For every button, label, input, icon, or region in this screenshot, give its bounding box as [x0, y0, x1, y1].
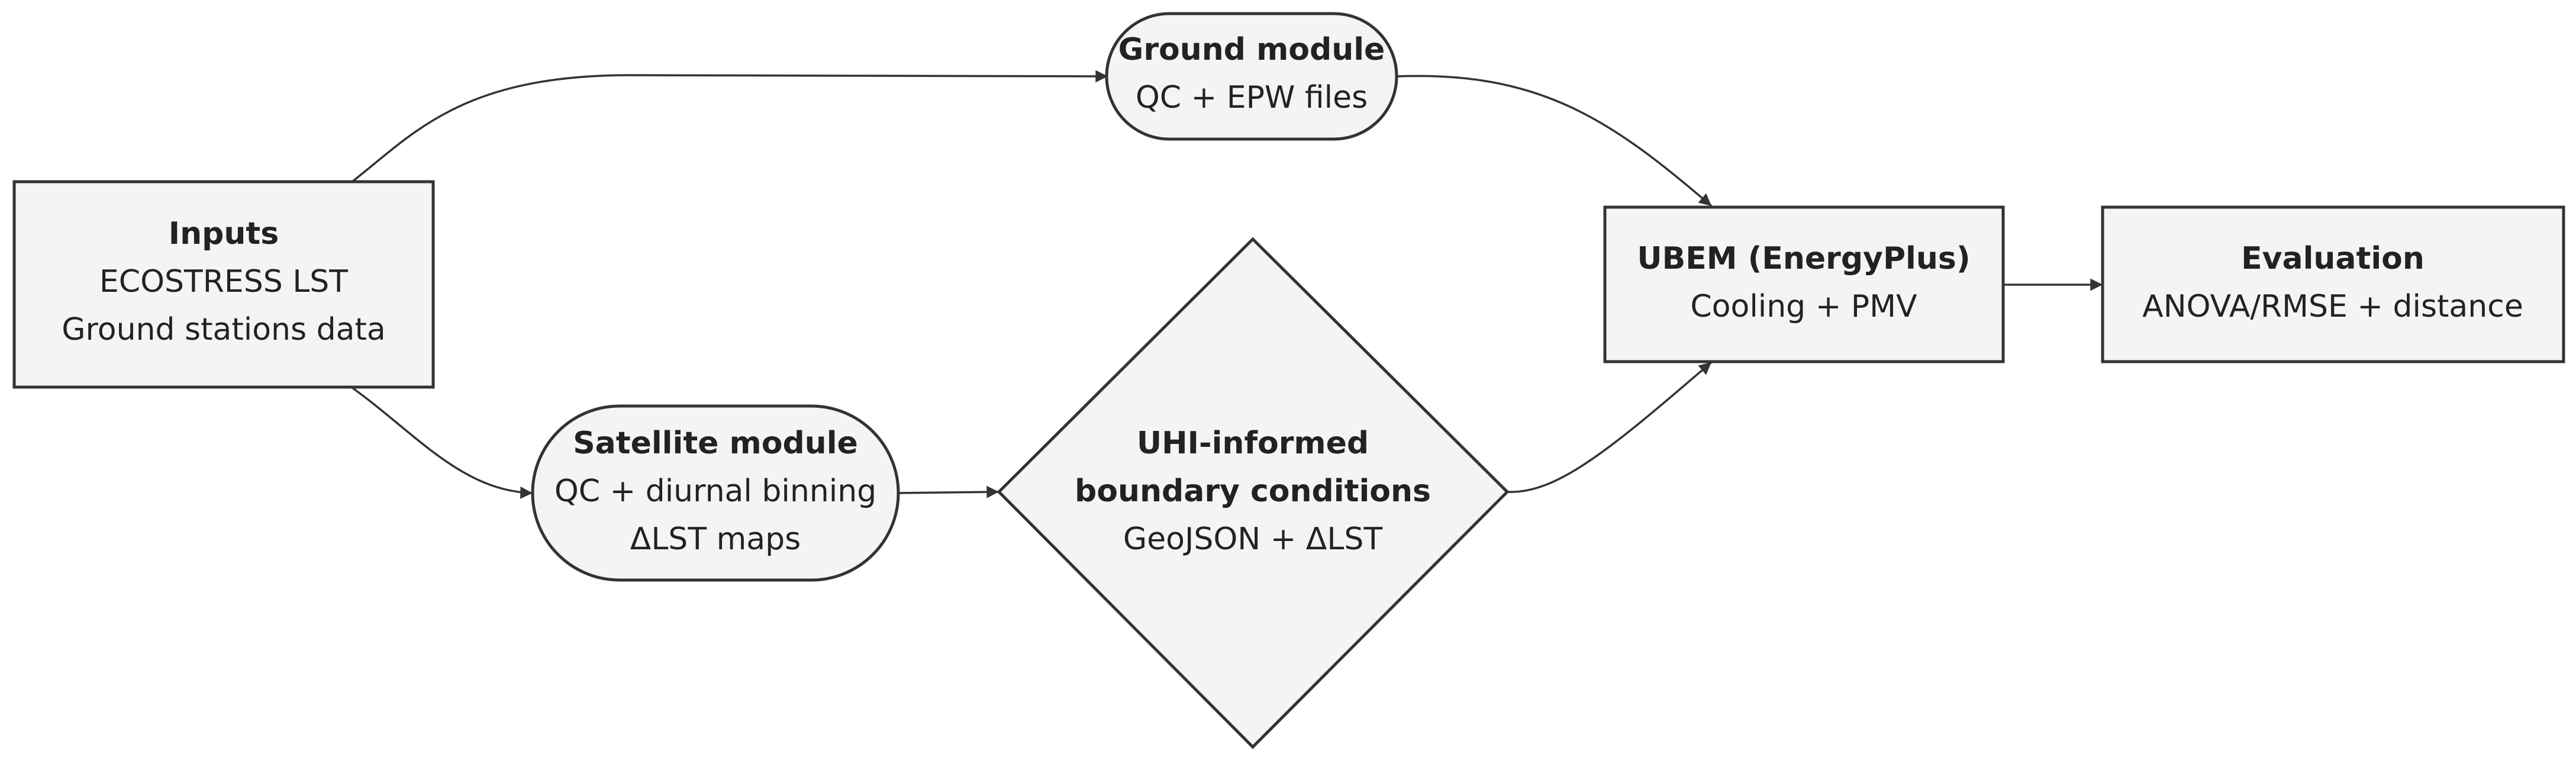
edge-uhi-to-ubem [1507, 361, 1713, 493]
node-evaluation-title: Evaluation [2241, 241, 2425, 276]
node-evaluation-shape [2101, 205, 2565, 363]
node-ubem-title: UBEM (EnergyPlus) [1637, 241, 1970, 276]
node-ubem-shape [1603, 205, 2005, 363]
node-satellite-module-shape [531, 404, 900, 582]
node-satellite-module-line1: QC + diurnal binning [554, 474, 876, 509]
node-satellite-module: Satellite module QC + diurnal binning ΔL… [531, 404, 900, 582]
edge-inputs-to-ground [351, 70, 1108, 183]
edges [351, 70, 2103, 499]
node-ground-module-line1: QC + EPW files [1136, 80, 1368, 115]
node-satellite-module-line2: ΔLST maps [630, 521, 801, 557]
node-ubem: UBEM (EnergyPlus) Cooling + PMV [1603, 205, 2005, 363]
node-evaluation: Evaluation ANOVA/RMSE + distance [2101, 205, 2565, 363]
node-uhi-boundary-conditions: UHI-informed boundary conditions GeoJSON… [997, 237, 1510, 749]
edge-inputs-to-satellite [351, 387, 533, 499]
node-satellite-module-title: Satellite module [573, 426, 858, 461]
node-uhi-boundary-conditions-title2: boundary conditions [1075, 474, 1431, 509]
edge-ground-to-ubem [1396, 75, 1713, 207]
node-inputs-title: Inputs [169, 216, 279, 252]
node-ubem-line1: Cooling + PMV [1690, 289, 1917, 324]
node-inputs-line1: ECOSTRESS LST [99, 264, 348, 300]
node-inputs-shape [12, 180, 435, 389]
edge-satellite-to-uhi [898, 485, 1000, 498]
node-ground-module-title: Ground module [1118, 32, 1385, 67]
node-evaluation-line1: ANOVA/RMSE + distance [2142, 289, 2523, 324]
node-inputs-line2: Ground stations data [62, 312, 386, 347]
node-ground-module: Ground module QC + EPW files [1105, 12, 1398, 141]
node-ground-module-shape [1105, 12, 1398, 141]
node-uhi-boundary-conditions-title1: UHI-informed [1137, 426, 1369, 461]
node-uhi-boundary-conditions-line1: GeoJSON + ΔLST [1123, 521, 1382, 557]
node-uhi-boundary-conditions-shape [997, 237, 1510, 749]
node-inputs: Inputs ECOSTRESS LST Ground stations dat… [12, 180, 435, 389]
